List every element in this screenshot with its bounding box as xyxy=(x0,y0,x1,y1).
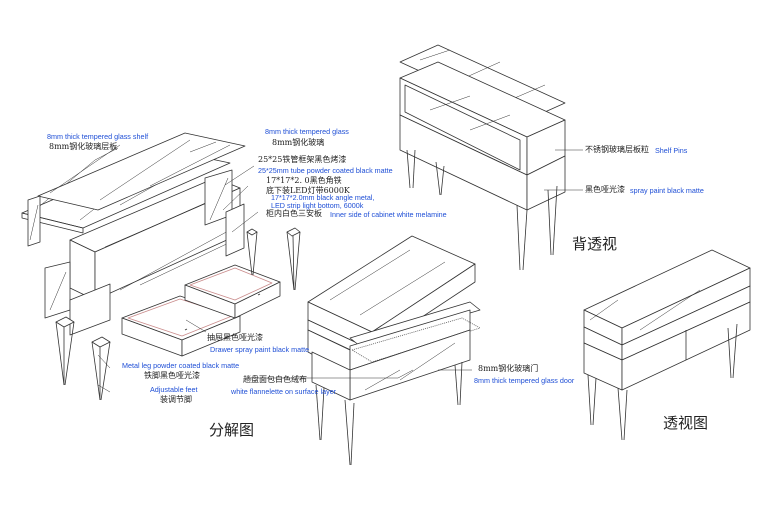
exploded-cabinet-body xyxy=(44,261,111,336)
perspective-title: 透视图 xyxy=(663,414,709,432)
rear-perspective-cabinet xyxy=(399,44,566,271)
open-perspective-cabinet xyxy=(307,235,481,466)
exploded-drawers xyxy=(121,264,281,357)
tube-frame-label-en: 25*25mm tube powder coated black matte xyxy=(258,166,393,175)
exploded-side-glass-left xyxy=(27,195,41,247)
cabinet-inner-label-en: Inner side of cabinet white melamine xyxy=(330,210,447,219)
adjustable-feet-label-cn: 装调节脚 xyxy=(160,395,192,404)
glass-shelf-label-cn: 8mm钢化玻璃层板 xyxy=(49,142,118,151)
rear-perspective-title: 背透视 xyxy=(572,235,618,253)
tube-frame-label-cn: 25*25铁管框架黑色烤漆 xyxy=(258,155,347,164)
led-label-cn: 底下装LED灯带6000K xyxy=(266,186,350,195)
spray-paint-label-en: spray paint black matte xyxy=(630,186,704,195)
glass-shelf-label-en: 8mm thick tempered glass shelf xyxy=(47,132,149,141)
leader-lines xyxy=(94,141,583,393)
led-label-en: LED strip light bottom, 6000k xyxy=(271,201,364,210)
glass-door-label-cn: 8mm钢化玻璃门 xyxy=(478,364,539,373)
tempered-glass-label-en: 8mm thick tempered glass xyxy=(265,127,349,136)
exploded-upper-frame xyxy=(69,177,241,301)
surface-label-cn: 趟盘面包白色绒布 xyxy=(243,375,307,384)
metal-leg-label-cn: 铁脚黑色哑光漆 xyxy=(144,371,200,380)
shelf-pins-label-cn: 不锈钢玻璃层板粒 xyxy=(585,145,649,154)
metal-leg-label-en: Metal leg powder coated black matte xyxy=(122,361,240,370)
exploded-view-title: 分解图 xyxy=(209,421,255,439)
front-perspective-cabinet xyxy=(583,249,751,441)
exploded-side-glass-right xyxy=(204,169,233,226)
drawer-label-en: Drawer spray paint black matte xyxy=(210,345,310,354)
angle-iron-label-cn: 17*17*2. 0黑色角铁 xyxy=(266,176,342,185)
adjustable-feet-label-en: Adjustable feet xyxy=(150,385,198,394)
surface-label-en: white flannelette on surface layer xyxy=(231,387,337,396)
angle-metal-label-en: 17*17*2.0mm black angle metal, xyxy=(271,193,375,202)
drawer-label-cn: 抽屉黑色哑光漆 xyxy=(207,333,263,342)
exploded-legs xyxy=(55,227,301,401)
glass-door-label-en: 8mm thick tempered glass door xyxy=(474,376,575,385)
spray-paint-label-cn: 黑色哑光漆 xyxy=(585,185,625,194)
tempered-glass-label-cn: 8mm钢化玻璃 xyxy=(272,138,325,147)
cabinet-inner-label-cn: 柜内白色三安板 xyxy=(266,209,322,218)
shelf-pins-label-en: Shelf Pins xyxy=(655,146,688,155)
